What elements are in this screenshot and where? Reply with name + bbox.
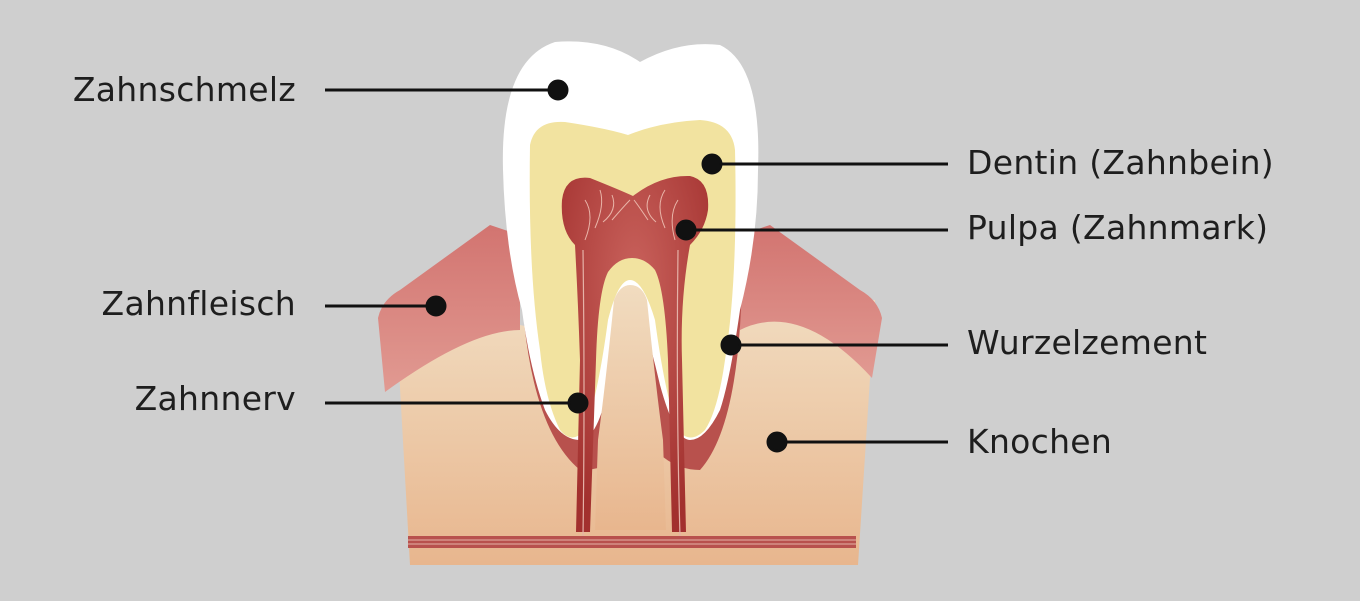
gum-right (740, 225, 882, 378)
label-pulp: Pulpa (Zahnmark) (967, 208, 1269, 247)
pulp (561, 175, 709, 533)
label-gum: Zahnfleisch (101, 284, 296, 323)
label-enamel: Zahnschmelz (72, 70, 296, 109)
label-dentin: Dentin (Zahnbein) (967, 143, 1274, 182)
gum (378, 225, 520, 392)
label-cementum: Wurzelzement (967, 323, 1208, 362)
label-bone: Knochen (967, 422, 1113, 461)
nerve-bundle (408, 536, 856, 548)
label-nerve: Zahnnerv (134, 379, 296, 418)
root-gap (595, 285, 666, 530)
